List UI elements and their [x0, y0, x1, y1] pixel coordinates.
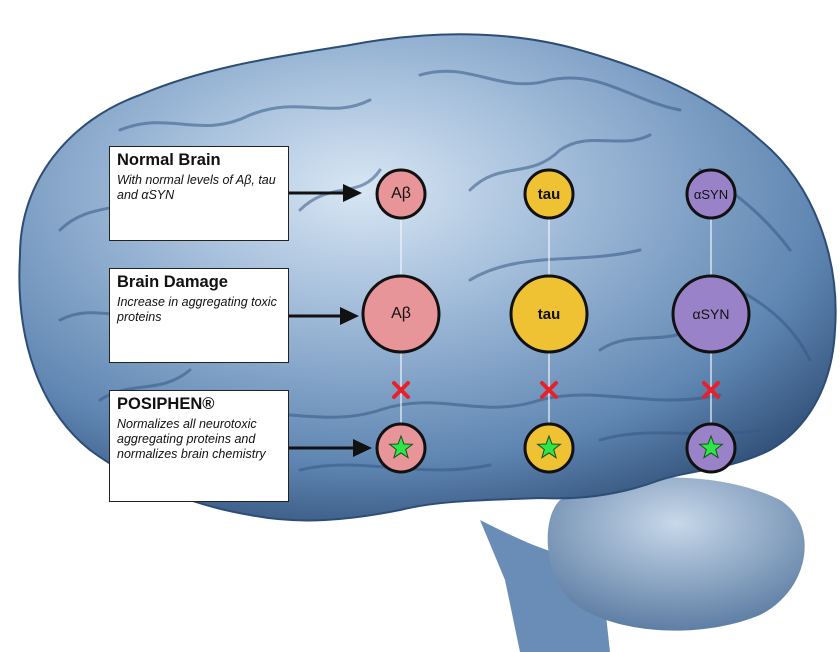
- asyn-damage-circle: [671, 274, 751, 354]
- posiphen-description: Normalizes all neurotoxic aggregating pr…: [117, 417, 266, 461]
- abeta-normal-circle: [375, 168, 427, 220]
- protein-circles: [361, 168, 751, 474]
- brain-damage-description: Increase in aggregating toxic proteins: [117, 295, 277, 324]
- posiphen-title: POSIPHEN®: [117, 395, 215, 413]
- arrow-head-icon: [343, 184, 362, 202]
- tau-normal-circle: [523, 168, 575, 220]
- red-x-icon: [392, 381, 410, 399]
- normal-brain-title: Normal Brain: [117, 151, 221, 169]
- cerebellum: [547, 477, 805, 631]
- brain-stem: [480, 520, 610, 652]
- normal-brain-box: Normal Brain With normal levels of Aβ, t…: [109, 146, 289, 241]
- arrow-head-icon: [353, 439, 372, 457]
- tau-damage-circle: [509, 274, 589, 354]
- normal-brain-description: With normal levels of Aβ, tau and αSYN: [117, 173, 276, 202]
- green-star-icon: [698, 434, 724, 459]
- green-star-icon: [388, 434, 414, 459]
- asyn-normal-circle: [685, 168, 737, 220]
- abeta-damage-circle: [361, 274, 441, 354]
- brain-damage-box: Brain Damage Increase in aggregating tox…: [109, 268, 289, 363]
- posiphen-box: POSIPHEN® Normalizes all neurotoxic aggr…: [109, 390, 289, 502]
- arrows: [288, 184, 372, 457]
- red-x-icon: [540, 381, 558, 399]
- arrow-head-icon: [340, 307, 359, 325]
- brain-damage-title: Brain Damage: [117, 273, 228, 291]
- green-star-icon: [536, 434, 562, 459]
- red-x-icon: [702, 381, 720, 399]
